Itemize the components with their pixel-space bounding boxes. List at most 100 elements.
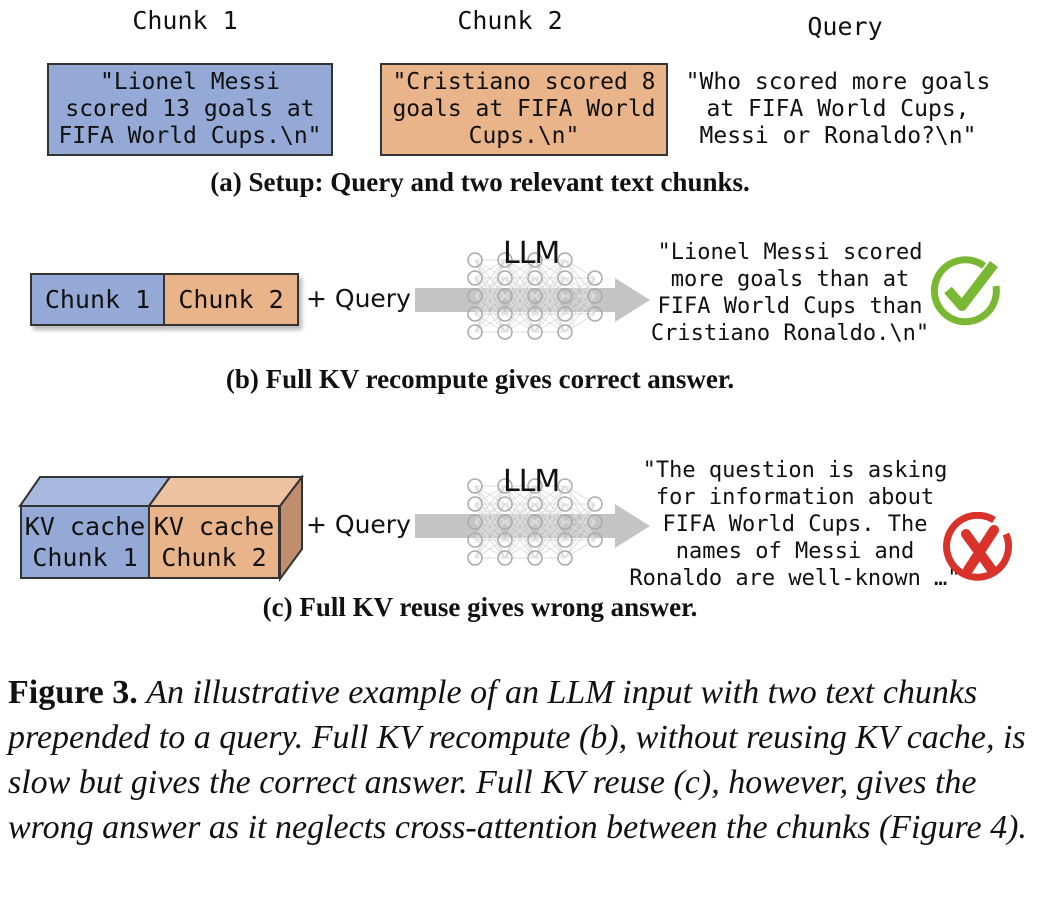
network-node [557,496,573,512]
network-edge [474,485,506,541]
network-edge [504,259,536,297]
network-node [497,496,513,512]
network-node [557,324,573,340]
network-edge [534,295,566,333]
network-node [497,270,513,286]
network-node [527,514,543,530]
network-node [557,288,573,304]
network-edge [564,277,596,333]
chunk1-block: Chunk 1 [30,273,165,326]
network-node [587,288,603,304]
figure-caption-text: An illustrative example of an LLM input … [8,674,1027,846]
network-edge [504,259,536,279]
network-edge [474,259,506,297]
network-edge [534,259,566,315]
network-node [587,270,603,286]
network-node [527,270,543,286]
network-edge [564,277,596,297]
network-node [467,514,483,530]
caption-a: (a) Setup: Query and two relevant text c… [210,167,750,197]
network-edge [474,259,506,333]
network-node [557,532,573,548]
wrong-answer-text: "The question is asking for information … [629,458,961,591]
network-node [497,532,513,548]
chunk1-header: Chunk 1 [132,6,238,35]
network-edge [534,485,566,505]
network-edge [534,539,566,559]
network-node [467,306,483,322]
network-edge [474,259,506,279]
network-edge [534,485,566,559]
network-edge [534,259,566,297]
query-header: Query [807,12,883,41]
network-edge [564,295,596,333]
network-edge [534,277,566,333]
network-edge [474,313,506,333]
correct-answer-text: "Lionel Messi scored more goals than at … [650,240,930,346]
caption-c: (c) Full KV reuse gives wrong answer. [262,592,698,622]
chunk2-block: Chunk 2 [163,273,299,326]
plus-query-label: + Query [306,284,411,313]
network-edge [474,295,506,333]
network-node [467,288,483,304]
network-node [557,550,573,566]
network-edge [504,503,536,559]
kv-cache-chunk1: KV cache Chunk 1 [20,505,150,579]
network-edge [504,485,536,505]
network-node [497,478,513,494]
network-node [467,550,483,566]
network-edge [504,521,536,559]
network-node [497,288,513,304]
llm-network-diagram [415,478,650,566]
network-node [467,496,483,512]
network-edge [474,259,506,315]
network-edge [504,313,536,333]
network-edge [564,503,596,523]
network-node [527,496,543,512]
network-node [557,252,573,268]
network-node [527,288,543,304]
network-node [557,514,573,530]
network-edge [564,503,596,541]
network-node [587,496,603,512]
network-node [527,324,543,340]
network-edge [534,259,566,279]
network-node [467,270,483,286]
network-node [467,478,483,494]
llm-label: LLM [503,236,560,271]
network-edge [504,295,536,333]
network-edge [504,277,536,333]
network-edge [564,503,596,559]
network-edge [534,485,566,541]
network-edge [504,485,536,523]
figure-caption: Figure 3. An illustrative example of an … [8,670,1038,850]
llm-network-diagram [415,252,650,340]
network-node [557,478,573,494]
figure-label: Figure 3. [8,674,138,711]
kv-cache-chunk1-line1: KV cache [24,512,146,541]
network-node [497,550,513,566]
network-node [527,532,543,548]
caption-b: (b) Full KV recompute gives correct answ… [225,364,735,394]
plus-query-label: + Query [306,510,411,539]
query-text: "Who scored more goals at FIFA World Cup… [685,69,991,149]
network-node [467,324,483,340]
kv-cache-chunk2-line1: KV cache [153,512,275,541]
network-node [587,514,603,530]
network-edge [474,485,506,559]
network-node [557,306,573,322]
network-edge [474,277,506,333]
kv-cache-chunk1-line2: Chunk 1 [32,543,138,572]
network-node [497,324,513,340]
network-node [527,252,543,268]
network-edge [564,313,596,333]
network-edge [504,259,536,315]
network-edge [534,485,566,523]
network-edge [534,503,566,559]
network-node [557,270,573,286]
network-node [587,306,603,322]
network-edge [564,259,596,279]
network-edge [474,485,506,523]
network-node [497,306,513,322]
